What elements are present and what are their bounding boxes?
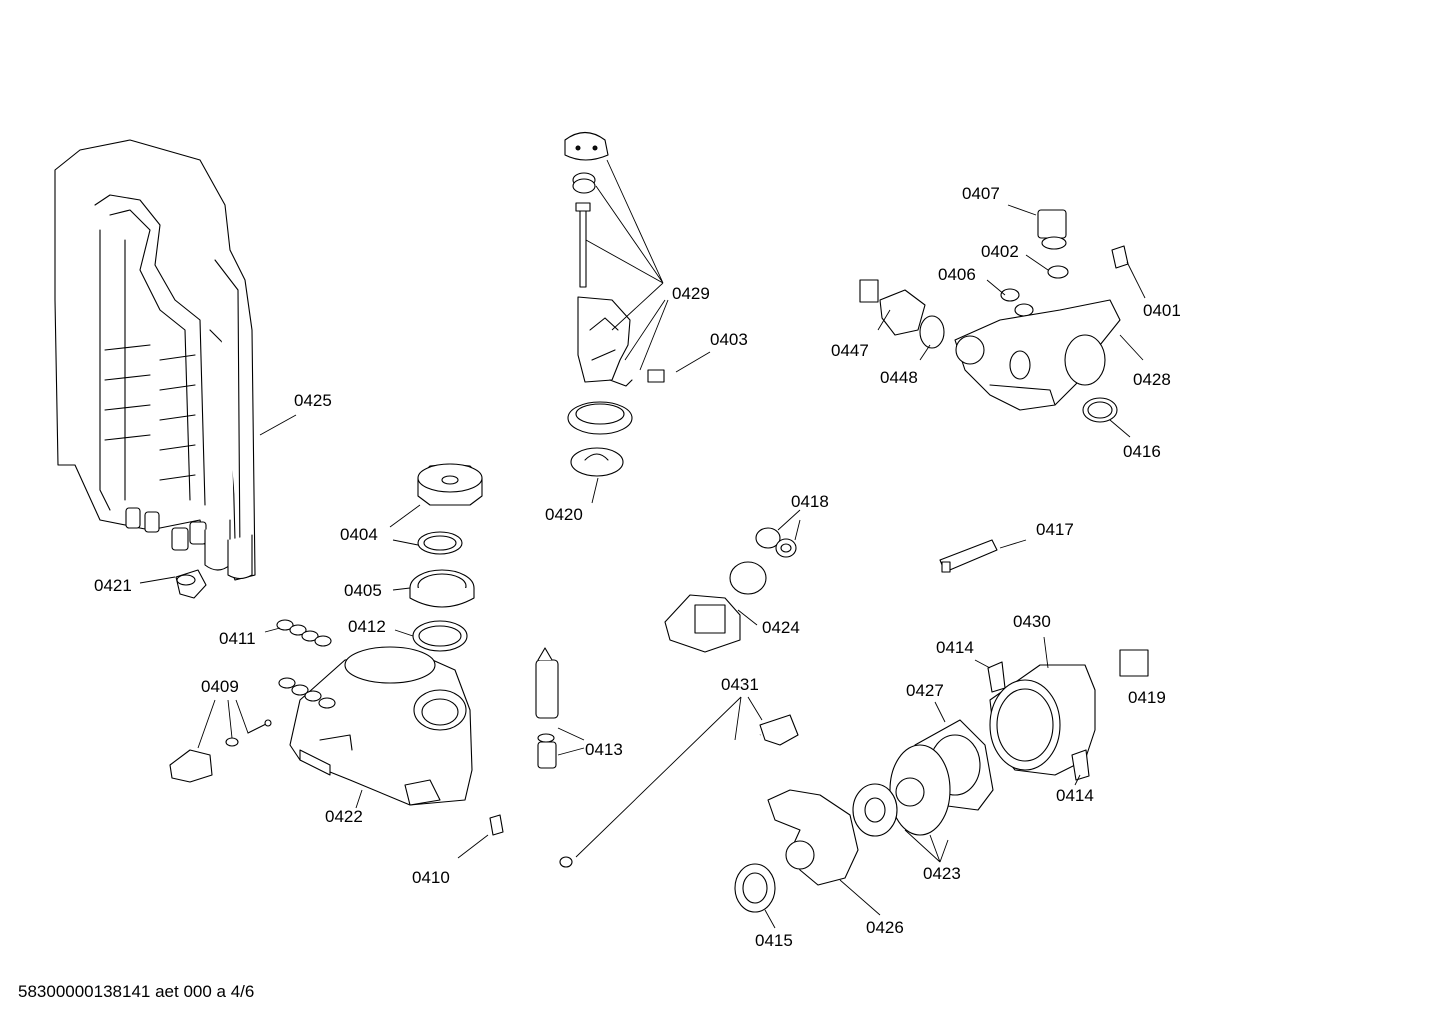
label-0417: 0417 <box>1036 520 1074 539</box>
label-0421: 0421 <box>94 576 132 595</box>
part-0420-float[interactable] <box>567 401 633 477</box>
part-0416-clamp[interactable] <box>1082 397 1118 423</box>
part-0412-gasket[interactable] <box>412 620 468 652</box>
label-0414-top: 0414 <box>936 638 974 657</box>
heat-exchanger-connectors <box>125 507 253 580</box>
part-0407-sensor[interactable] <box>1037 209 1067 250</box>
part-0415-seal[interactable] <box>734 863 776 913</box>
label-0422: 0422 <box>325 807 363 826</box>
part-0409-valve[interactable] <box>169 719 272 783</box>
part-labels: 0425 0421 0429 0403 0420 0404 0405 0412 … <box>94 184 1181 950</box>
label-0420: 0420 <box>545 505 583 524</box>
part-0430-heat-pump[interactable] <box>989 664 1096 776</box>
label-0406: 0406 <box>938 265 976 284</box>
container-cups <box>278 677 336 709</box>
label-0426: 0426 <box>866 918 904 937</box>
label-0424: 0424 <box>762 618 800 637</box>
part-0424-drain-pump[interactable] <box>664 594 741 653</box>
label-0423: 0423 <box>923 864 961 883</box>
part-0421-clip[interactable] <box>175 569 207 599</box>
label-0409: 0409 <box>201 677 239 696</box>
label-0429: 0429 <box>672 284 710 303</box>
label-0410: 0410 <box>412 868 450 887</box>
part-0419-connector[interactable] <box>1119 649 1149 677</box>
label-0448: 0448 <box>880 368 918 387</box>
part-0406-rings[interactable] <box>1000 288 1034 317</box>
part-0402-ring[interactable] <box>1047 265 1069 279</box>
part-0422-softener-container[interactable] <box>278 646 473 806</box>
label-0412: 0412 <box>348 617 386 636</box>
label-0427: 0427 <box>906 681 944 700</box>
label-0416: 0416 <box>1123 442 1161 461</box>
part-0426-pump[interactable] <box>767 789 859 886</box>
label-0405: 0405 <box>344 581 382 600</box>
label-0414-bottom: 0414 <box>1056 786 1094 805</box>
document-id-footer: 58300000138141 aet 000 a 4/6 <box>18 982 254 1001</box>
part-0405-ring[interactable] <box>409 569 475 608</box>
part-0424-oring[interactable] <box>729 561 767 595</box>
label-0419: 0419 <box>1128 688 1166 707</box>
part-0428-distributor[interactable] <box>954 299 1121 411</box>
label-0431: 0431 <box>721 675 759 694</box>
label-0404: 0404 <box>340 525 378 544</box>
part-0417-heater-element[interactable] <box>939 539 998 573</box>
part-0425-heat-exchanger[interactable] <box>54 139 256 581</box>
part-0414-clip-top[interactable] <box>987 661 1006 693</box>
part-0413-aquasensor[interactable] <box>535 647 559 769</box>
label-0401: 0401 <box>1143 301 1181 320</box>
leader-lines <box>139 159 1146 929</box>
part-0401-clip[interactable] <box>1111 245 1129 269</box>
label-0403: 0403 <box>710 330 748 349</box>
part-0448-ring[interactable] <box>919 315 945 349</box>
part-0418-rings[interactable] <box>755 527 797 558</box>
label-0428: 0428 <box>1133 370 1171 389</box>
part-0447-sensor[interactable] <box>859 279 926 336</box>
label-0413: 0413 <box>585 740 623 759</box>
part-0404-salt-cap[interactable] <box>417 463 483 506</box>
part-0423-impeller-seal[interactable] <box>852 744 951 837</box>
part-0414-clip-bottom[interactable] <box>1071 749 1090 781</box>
label-0415: 0415 <box>755 931 793 950</box>
label-0447: 0447 <box>831 341 869 360</box>
label-0402: 0402 <box>981 242 1019 261</box>
part-0410-clip[interactable] <box>489 814 504 836</box>
part-0404-gasket[interactable] <box>417 531 463 555</box>
part-0411-rings[interactable] <box>276 619 332 647</box>
heat-exchanger-fins <box>104 344 196 481</box>
label-0430: 0430 <box>1013 612 1051 631</box>
part-0431-hose[interactable] <box>559 714 799 868</box>
label-0407: 0407 <box>962 184 1000 203</box>
part-0429-float-assembly[interactable] <box>564 131 665 387</box>
label-0411: 0411 <box>219 629 256 648</box>
label-0425: 0425 <box>294 391 332 410</box>
label-0418: 0418 <box>791 492 829 511</box>
